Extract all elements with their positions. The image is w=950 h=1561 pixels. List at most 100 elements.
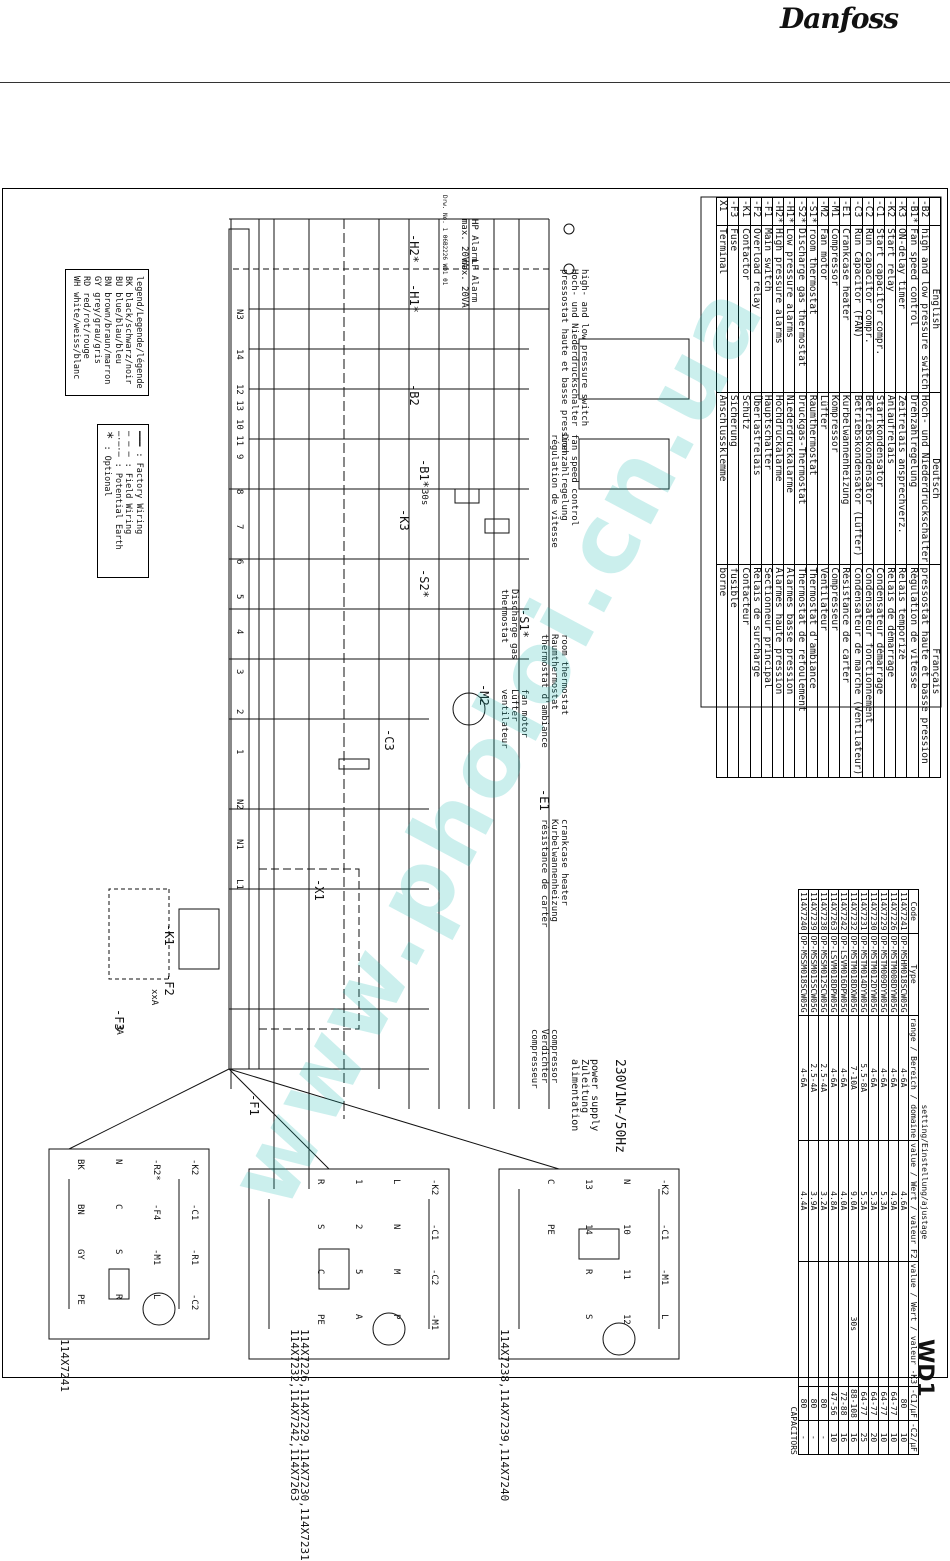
start-circuit-part: 5 (353, 1269, 363, 1275)
start-circuit-3-title: 114X7238,114X7239,114X7240 (498, 1329, 511, 1502)
legend-code: BU (113, 276, 123, 287)
start-circuit-part: PE (545, 1224, 555, 1235)
legend-code: WH (71, 276, 81, 287)
parts-cell: Run capacitor compr. (862, 225, 874, 393)
parts-cell: -S1* (806, 197, 818, 226)
terminal-label: 8 (234, 489, 244, 495)
settings-cell: OP-MSHM018SCW05G (898, 933, 909, 1016)
parts-cell: Thermostat d'ambiance (806, 564, 818, 778)
parts-cell: -C2 (862, 197, 874, 226)
settings-cell: 114X7241 (898, 889, 909, 934)
page-code: WD1 (912, 1339, 937, 1397)
parts-cell: -K3 (895, 197, 907, 226)
settings-cell: 20 (868, 1420, 879, 1455)
parts-cell: Schütz (738, 392, 751, 565)
settings-cell: 114X7226 (888, 889, 899, 934)
settings-cell: 114X7229 (878, 889, 889, 934)
parts-cell: Niederdruckalarme (783, 392, 795, 565)
parts-cell: Alarmes haute pression (772, 564, 784, 778)
parts-cell: Résistance de carter (839, 564, 851, 778)
parts-cell: Start relay (884, 225, 896, 393)
settings-cell (798, 1261, 809, 1387)
label-c3: -C3 (382, 729, 396, 751)
start-circuit-part: GY (75, 1249, 85, 1260)
parts-cell: Régulation de vitesse (906, 564, 919, 778)
terminal-label: N3 (234, 309, 244, 320)
settings-cell: 72-88 (838, 1386, 849, 1421)
header-rule (0, 82, 950, 83)
parts-cell: Betriebskondensator (862, 392, 874, 565)
settings-cell: 10 (828, 1420, 839, 1455)
settings-cell: 114X7238 (818, 889, 829, 934)
settings-cell: - (808, 1420, 819, 1455)
parts-cell: -M1 (828, 197, 840, 226)
start-circuit-part: -C1 (189, 1204, 199, 1221)
settings-cell: 4-6A (798, 1015, 809, 1141)
settings-cell: 9.0A (848, 1140, 859, 1262)
parts-cell: fusible (727, 564, 739, 778)
settings-cell: 64-77 (878, 1386, 889, 1421)
legend-code: BK (123, 276, 134, 287)
settings-cell: OP-MSSM012SCW05G (818, 933, 829, 1016)
settings-cell: OP-MSTM018DXW05G (848, 933, 859, 1016)
settings-header-3: value / Wert / valeur F2 (908, 1140, 919, 1262)
start-circuit-part: C (113, 1204, 123, 1210)
terminal-label: L1 (234, 879, 244, 890)
settings-cell: 4-6A (878, 1015, 889, 1141)
settings-cell: 4.4A (798, 1140, 809, 1262)
label-f3-rating: 3A (114, 1024, 124, 1035)
parts-header-3: Français (929, 564, 941, 778)
start-circuit-part: -C1 (429, 1224, 439, 1241)
start-circuit-part: 10 (621, 1224, 631, 1235)
terminal-label: 9 (234, 454, 244, 460)
start-circuit-part: PE (315, 1314, 325, 1325)
parts-cell: -M2 (817, 197, 829, 226)
parts-cell: Low pressure alarms (783, 225, 795, 393)
terminal-label: 14 (234, 349, 244, 360)
start-circuit-part: 13 (583, 1179, 593, 1190)
start-circuit-part: C (315, 1269, 325, 1275)
settings-cell: 16 (848, 1420, 859, 1455)
settings-cell: 64-77 (858, 1386, 869, 1421)
parts-cell: X1 (716, 197, 728, 226)
label-b2: -B2 (407, 384, 421, 406)
settings-cell: OP-MSSM015SCW05G (808, 933, 819, 1016)
start-circuit-part: 2 (353, 1224, 363, 1230)
start-circuit-part: N (113, 1159, 123, 1165)
legend-optional: : Optional (102, 445, 113, 497)
settings-cell: 4-6A (868, 1015, 879, 1141)
start-circuit-part: 12 (621, 1314, 631, 1325)
terminal-label: N2 (234, 799, 244, 810)
parts-cell: -F3 (727, 197, 739, 226)
start-circuit-part: -C2 (189, 1294, 199, 1311)
parts-cell: Run Capacitor (FAN) (850, 225, 863, 393)
terminal-label: 2 (234, 709, 244, 715)
start-circuit-part: -M1 (151, 1249, 161, 1266)
legend-text: grey/grau/gris (92, 292, 102, 364)
legend-factory: : Factory Wiring (134, 452, 144, 535)
parts-cell: -H1* (783, 197, 795, 226)
legend-star: * (99, 431, 116, 440)
settings-cell (818, 1261, 829, 1387)
start-circuit-part: BN (75, 1204, 85, 1215)
settings-cell: 4-6A (898, 1015, 909, 1141)
drawing-number: Drw. No. 1 06B2226 WD1 01 (441, 195, 448, 286)
settings-cell: OP-LSVM018DPW05G (828, 933, 839, 1016)
start-circuit-part: -M1 (429, 1314, 439, 1331)
parts-cell: Kurbelwannenheizung (839, 392, 851, 565)
label-k3-delay: 30s (419, 489, 429, 506)
settings-cell: 5.5-8A (858, 1015, 869, 1141)
settings-cell (838, 1261, 849, 1387)
settings-cell: 16 (838, 1420, 849, 1455)
